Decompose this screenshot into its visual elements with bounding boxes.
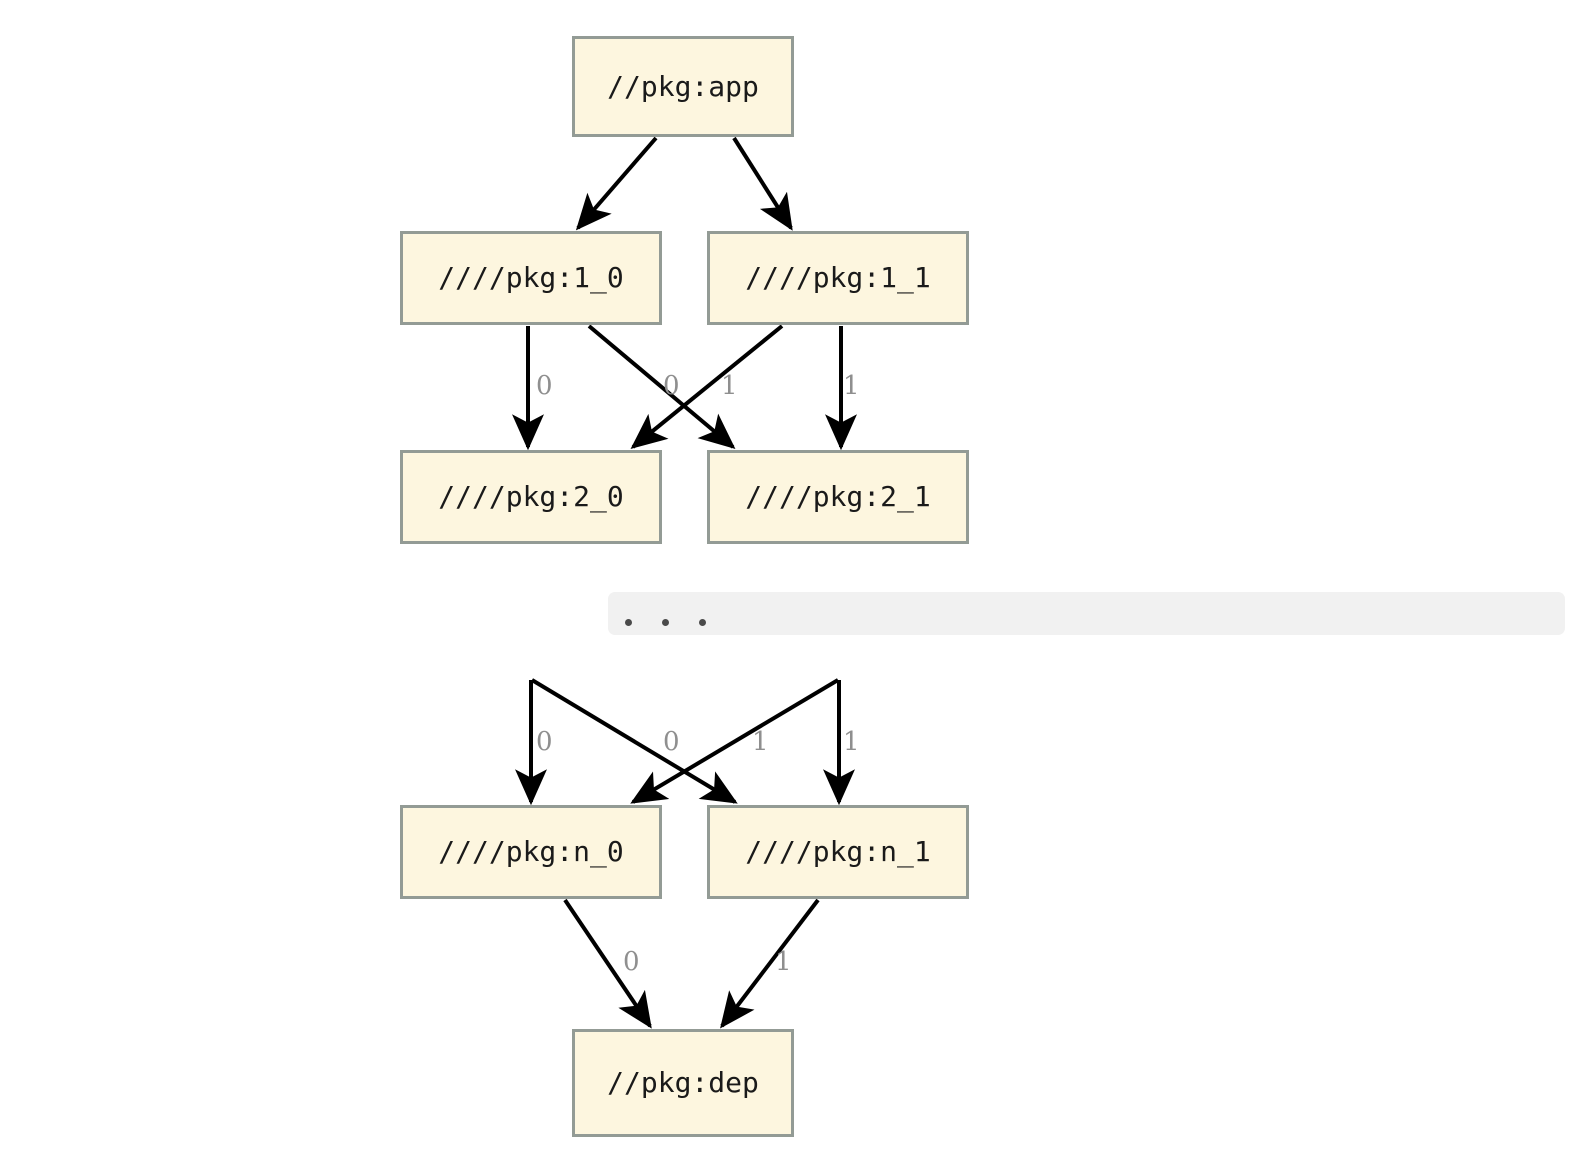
edge-app-to-n1_0 [575,136,658,231]
edge-label: 1 [721,371,738,401]
edge-label: 0 [663,727,680,757]
node-n1_0[interactable]: ////pkg:1_0 [400,231,662,325]
edge-src-to-nn_1 [530,678,738,804]
edges-group [512,136,857,1029]
edge-app-to-n1_1 [732,136,793,231]
edge-label: 0 [623,947,640,977]
ellipsis-dots [625,619,706,626]
ellipsis-dot [625,619,632,626]
edge-label: 0 [536,371,553,401]
edge-label: 1 [752,727,769,757]
node-label: ////pkg:1_1 [745,261,931,294]
node-label: ////pkg:2_0 [438,480,624,513]
node-label: //pkg:app [607,69,759,103]
edge-label: 0 [536,727,553,757]
node-n2_0[interactable]: ////pkg:2_0 [400,450,662,544]
edge-label: 1 [843,371,860,401]
node-label: //pkg:dep [607,1066,759,1099]
edge-src-to-nn_0 [630,678,840,804]
node-nn_1[interactable]: ////pkg:n_1 [707,805,969,899]
ellipsis-dot [662,619,669,626]
edge-label: 1 [775,947,792,977]
node-label: ////pkg:1_0 [438,261,624,294]
ellipsis-dot [699,619,706,626]
edge-nn_0-to-dep [563,898,652,1029]
node-label: ////pkg:2_1 [745,480,931,513]
node-nn_0[interactable]: ////pkg:n_0 [400,805,662,899]
node-n2_1[interactable]: ////pkg:2_1 [707,450,969,544]
edge-n1_1-to-n2_0 [630,324,784,450]
node-label: ////pkg:n_1 [745,835,931,868]
edge-nn_1-to-dep [720,898,820,1029]
edge-label: 0 [663,371,680,401]
edge-label: 1 [843,727,860,757]
ellipsis-separator-band [608,592,1565,635]
node-n1_1[interactable]: ////pkg:1_1 [707,231,969,325]
edge-n1_0-to-n2_1 [587,324,736,450]
node-label: ////pkg:n_0 [438,835,624,868]
node-dep[interactable]: //pkg:dep [572,1029,794,1137]
node-app[interactable]: //pkg:app [572,36,794,137]
